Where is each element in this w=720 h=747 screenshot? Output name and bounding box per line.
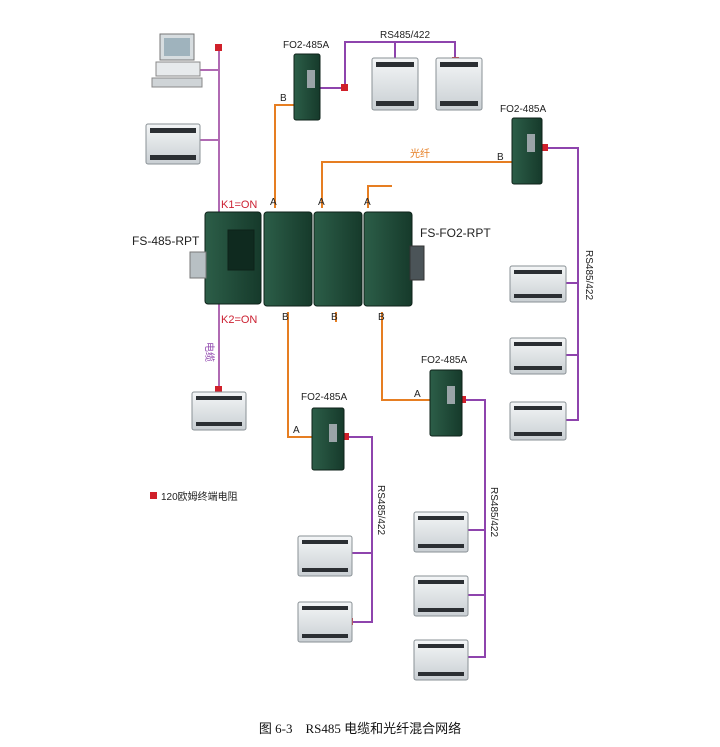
plc-device-icon: [191, 391, 247, 431]
terminator-resistor: [541, 144, 548, 151]
port-b-label: B: [378, 312, 385, 323]
fo2-right-label: FO2-485A: [500, 104, 546, 115]
rs-bottom-mid-line: [462, 399, 486, 658]
fiber-top-line: [274, 104, 298, 208]
fo2-connectors: [307, 70, 535, 442]
legend-text: 120欧姆终端电阻: [161, 492, 238, 503]
port-b-label: B: [331, 312, 338, 323]
plc-device-icon: [509, 337, 567, 375]
rs-bottom-left-label: RS485/422: [375, 485, 386, 535]
terminator-resistor: [215, 44, 222, 51]
rs-bottom-mid-label: RS485/422: [488, 487, 499, 537]
fo2-bottom-mid-label: FO2-485A: [421, 355, 467, 366]
port-b-label: B: [497, 152, 504, 163]
fs-485-rpt-label: FS-485-RPT: [132, 234, 200, 248]
rs-top-label: RS485/422: [380, 30, 430, 41]
port-a-label: A: [414, 389, 421, 400]
port-b-label: B: [282, 312, 289, 323]
fs-fo2-rpt-label: FS-FO2-RPT: [420, 226, 491, 240]
figure-caption: 图 6-3 RS485 电缆和光纤混合网络: [0, 718, 720, 737]
rs-bottom-left-line: [345, 436, 373, 623]
plc-device-icon: [297, 601, 353, 643]
plc-device-icon: [145, 123, 201, 165]
port-a-label: A: [318, 197, 325, 208]
computer-icon: [151, 33, 203, 88]
fo2-bottom-left-label: FO2-485A: [301, 392, 347, 403]
plc-device-icon: [509, 401, 567, 441]
k1-switch-label: K1=ON: [221, 199, 257, 211]
plc-device-icon: [297, 535, 353, 577]
fiber-bottom-left-line: [287, 312, 315, 438]
plc-device-details: [150, 62, 562, 676]
figure-number: 图 6-3: [258, 721, 293, 736]
fo2-module-bottom-left: [311, 407, 345, 471]
fiber-bottom-mid-line: [381, 312, 432, 401]
terminator-resistor: [341, 84, 348, 91]
plc-device-icon: [413, 575, 469, 617]
cable-label: 电缆: [203, 342, 216, 362]
plc-device-icon: [371, 57, 419, 111]
fo2-top-label: FO2-485A: [283, 40, 329, 51]
fs-fo2-rpt-module: [363, 211, 413, 307]
port-a-label: A: [364, 197, 371, 208]
repeater-stack: [189, 211, 425, 307]
legend: 120欧姆终端电阻: [150, 488, 238, 503]
fo2-module-bottom-mid: [429, 369, 463, 437]
port-b-label: B: [280, 93, 287, 104]
fs-fo2-rpt-module: [263, 211, 313, 307]
plc-device-icon: [413, 639, 469, 681]
plc-device-icon: [509, 265, 567, 303]
cable-lines: [200, 41, 579, 658]
fiber-stub-line: [367, 185, 392, 208]
port-a-label: A: [293, 425, 300, 436]
rs-top-line: [320, 41, 456, 89]
fs-fo2-rpt-module: [313, 211, 363, 307]
k2-switch-label: K2=ON: [221, 314, 257, 326]
fiber-right-line: [321, 161, 515, 208]
port-a-label: A: [270, 197, 277, 208]
plc-device-icon: [413, 511, 469, 553]
plc-device-icon: [435, 57, 483, 111]
figure-title: RS485 电缆和光纤混合网络: [305, 721, 462, 736]
terminator-resistor: [342, 433, 349, 440]
fiber-label: 光纤: [410, 147, 430, 160]
terminator-resistor: [215, 386, 222, 393]
rs-right-label: RS485/422: [583, 250, 594, 300]
plc-devices: [145, 57, 567, 681]
terminator-legend-swatch: [150, 492, 157, 499]
